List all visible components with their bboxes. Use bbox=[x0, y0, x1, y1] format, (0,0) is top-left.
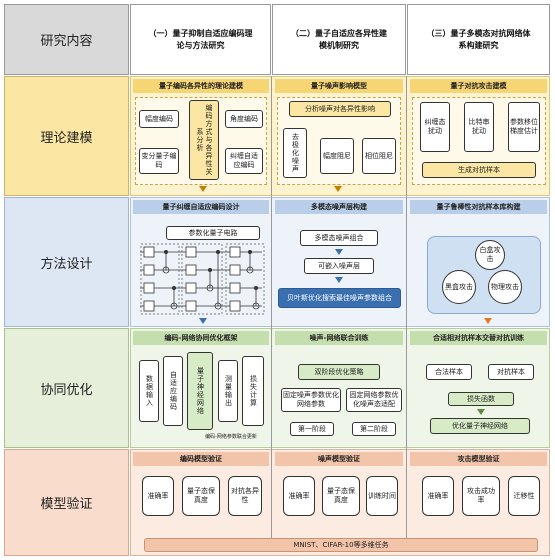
black-box-attack: 黑盒攻击 bbox=[442, 270, 476, 304]
fix-net-opt-noise: 固定网络参数优化噪声态适配 bbox=[346, 388, 402, 412]
theory-c1-arrow bbox=[199, 186, 207, 192]
column-header-1: （一）量子抑制自适应编码理论与方法研究 bbox=[130, 4, 271, 75]
v1-robustness: 对抗各异性 bbox=[228, 476, 262, 516]
verify-c2-title: 噪声模型验证 bbox=[275, 452, 403, 466]
v2-accuracy: 准确率 bbox=[283, 476, 315, 516]
white-box-attack: 白盒攻击 bbox=[475, 240, 505, 270]
collab-c3-title: 合适相对抗样本交替对抗训练 bbox=[410, 331, 547, 345]
method-c2-title: 多模态噪声层构建 bbox=[275, 200, 403, 214]
joint-update-note: 编码-网络参数联合更新 bbox=[205, 433, 257, 440]
depolarizing-noise: 去极化噪声 bbox=[283, 128, 307, 178]
collab-c3-arrow bbox=[477, 409, 485, 415]
two-stage-strategy: 双阶段优化策略 bbox=[298, 364, 380, 380]
method-c1-title: 量子纠缠自适应编码设计 bbox=[133, 200, 269, 214]
entangled-perturb: 纠缠态扰动 bbox=[420, 102, 450, 152]
theory-c3-title: 量子对抗攻击建模 bbox=[410, 79, 547, 93]
verify-c3-title: 攻击模型验证 bbox=[410, 452, 547, 466]
method-c1-arrow bbox=[199, 318, 207, 324]
column-header-3: （三）量子多模态对抗网络体系构建研究 bbox=[407, 4, 550, 75]
loss-computation: 损失计算 bbox=[242, 356, 264, 426]
adversarial-samples: 对抗样本 bbox=[488, 364, 534, 380]
method-c2-arrow-1 bbox=[335, 249, 343, 255]
angle-encoding: 角度编码 bbox=[225, 110, 263, 128]
multimodal-noise-combo: 多模态噪声组合 bbox=[300, 230, 378, 246]
quantum-circuit-diagram bbox=[140, 243, 265, 315]
adaptive-encoding: 自适应编码 bbox=[163, 356, 183, 426]
theory-c2-arrow bbox=[334, 186, 342, 192]
phase-two: 第二阶段 bbox=[352, 422, 396, 436]
v3-attack-success: 攻击成功率 bbox=[462, 476, 500, 516]
data-input: 数据输入 bbox=[139, 360, 159, 422]
v1-accuracy: 准确率 bbox=[142, 476, 174, 516]
dataset-footer: MNIST、CIFAR-10等多维任务 bbox=[144, 538, 538, 552]
phase-one: 第一阶段 bbox=[290, 422, 334, 436]
amplitude-encoding: 幅度编码 bbox=[139, 110, 179, 128]
v2-fidelity: 量子态保真度 bbox=[322, 476, 360, 516]
loss-function: 损失函数 bbox=[448, 392, 514, 406]
row-header-verify: 模型验证 bbox=[4, 449, 129, 556]
variational-encoding: 变分量子编码 bbox=[139, 148, 179, 174]
method-c3-title: 量子鲁棒性对抗样本库构建 bbox=[410, 200, 547, 214]
optimize-qnn: 优化量子神经网络 bbox=[430, 418, 530, 434]
col-divider-1 bbox=[271, 76, 272, 538]
column-header-2: （二）量子自适应各异性建模机制研究 bbox=[272, 4, 406, 75]
quantum-neural-network: 量子神经网络 bbox=[187, 352, 213, 430]
row-header-method: 方法设计 bbox=[4, 197, 129, 327]
encoding-analysis: 编码方式与各异性关系分析 bbox=[189, 100, 219, 180]
collab-c1-title: 编码-网络协同优化框架 bbox=[133, 331, 269, 345]
entangled-encoding: 纠缠自适应编码 bbox=[225, 148, 263, 174]
v1-fidelity: 量子态保真度 bbox=[182, 476, 220, 516]
generate-adversarial: 生成对抗样本 bbox=[422, 162, 536, 178]
col-divider-2 bbox=[406, 76, 407, 538]
legit-samples: 合法样本 bbox=[426, 364, 472, 380]
theory-c1-title: 量子编码各异性的理论建模 bbox=[133, 79, 269, 93]
theory-c2-title: 量子噪声影响模型 bbox=[275, 79, 403, 93]
verify-c1-title: 编码模型验证 bbox=[133, 452, 269, 466]
method-c3-arrow bbox=[484, 318, 492, 324]
noise-analysis: 分析噪声对各异性影响 bbox=[289, 101, 391, 117]
measurement-output: 测量输出 bbox=[218, 360, 238, 422]
bitstring-perturb: 比特串扰动 bbox=[464, 102, 494, 152]
phase-damping: 相位阻尼 bbox=[362, 138, 396, 174]
v3-accuracy: 准确率 bbox=[422, 476, 454, 516]
bayesian-noise-search: 贝叶斯优化搜索最佳噪声参数组合 bbox=[278, 288, 401, 308]
fix-noise-opt-net: 固定噪声参数优化网络参数 bbox=[281, 388, 341, 412]
param-shift-grad: 参数移位梯度估计 bbox=[508, 102, 540, 152]
embeddable-noise-layer: 可嵌入噪声层 bbox=[304, 258, 374, 274]
collab-c2-title: 噪声-网络联合训练 bbox=[275, 331, 403, 345]
v3-transferability: 迁移性 bbox=[508, 476, 540, 516]
row-header-theory: 理论建模 bbox=[4, 76, 129, 196]
physical-attack: 物理攻击 bbox=[488, 270, 522, 304]
corner-header: 研究内容 bbox=[4, 4, 129, 75]
parameterized-circuit-label: 参数化量子电路 bbox=[166, 226, 260, 240]
row-header-collab: 协同优化 bbox=[4, 328, 129, 448]
v2-train-time: 训练时间 bbox=[366, 476, 398, 516]
method-c2-arrow-2 bbox=[335, 277, 343, 283]
amplitude-damping: 幅度阻尼 bbox=[320, 138, 354, 174]
